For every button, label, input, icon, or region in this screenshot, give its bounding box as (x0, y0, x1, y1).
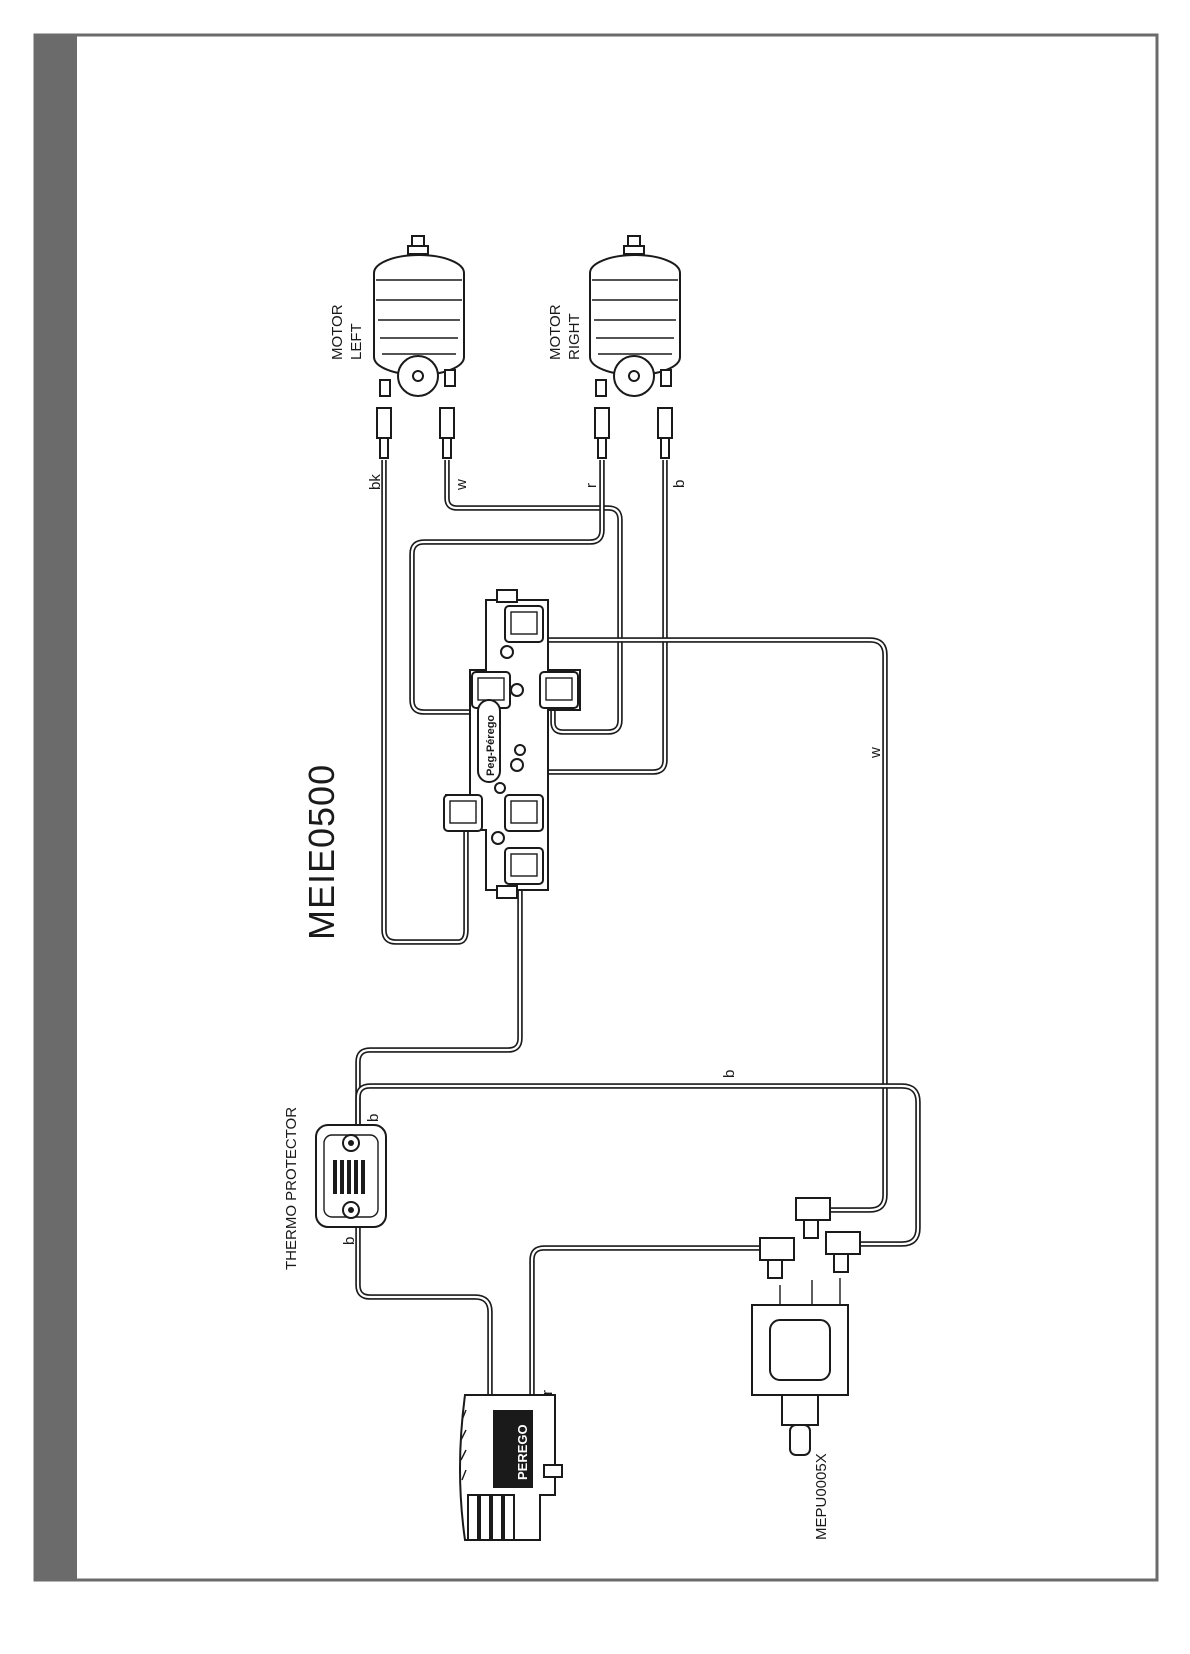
thermo-protector-label: THERMO PROTECTOR (283, 1107, 300, 1270)
battery-connector: PEREGO (460, 1395, 562, 1540)
wire-label-b-right: b (671, 480, 688, 488)
binding-strip (35, 35, 77, 1580)
wire-label-b-switch: b (721, 1070, 738, 1078)
motor-left-label-2: LEFT (348, 323, 365, 360)
motor-left-label-1: MOTOR (329, 304, 346, 360)
diagram-title: MEIE0500 (301, 764, 342, 940)
battery-brand-label: PEREGO (515, 1424, 530, 1480)
switch-mepu0005x (752, 1198, 860, 1455)
motor-terminals (377, 408, 672, 458)
thermo-protector (316, 1125, 386, 1227)
wire-label-bk: bk (367, 474, 384, 490)
switch-code-label: MEPU0005X (813, 1453, 830, 1540)
motor-left (374, 236, 464, 396)
wire-label-b-thermo-top: b (365, 1114, 382, 1122)
motor-right (590, 236, 680, 396)
wire-label-r-right: r (583, 483, 600, 488)
wire-label-b-thermo-bottom: b (341, 1237, 358, 1245)
motor-right-label-2: RIGHT (566, 313, 583, 360)
wire-label-w-left: w (453, 479, 470, 491)
board-brand-label: Peg-Pérego (485, 715, 497, 776)
wire-label-w-switch: w (867, 747, 884, 759)
motor-right-label-1: MOTOR (547, 304, 564, 360)
